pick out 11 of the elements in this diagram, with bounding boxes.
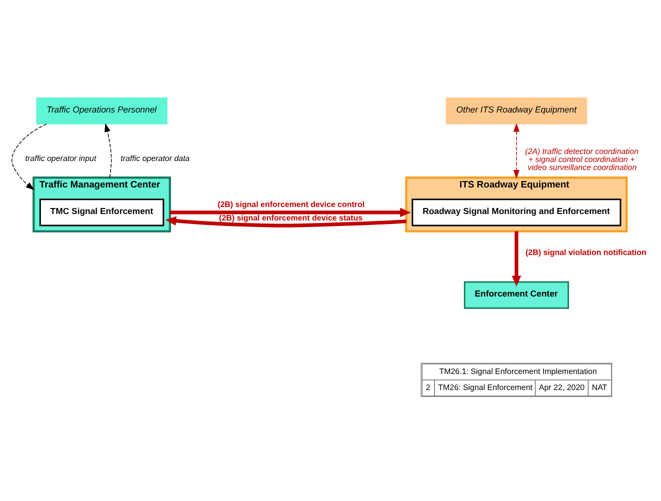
label: TM26: Signal Enforcement: [438, 382, 533, 392]
label: Apr 22, 2020: [538, 382, 585, 392]
edge-label: traffic operator data: [120, 154, 190, 164]
edge-label: (2B) signal enforcement device status: [219, 213, 363, 222]
label: TM26.1: Signal Enforcement Implementation: [439, 366, 597, 376]
label: NAT: [592, 382, 608, 392]
edge-label: (2B) signal enforcement device control: [218, 200, 365, 210]
edge-label: (2B) signal violation notification: [526, 248, 646, 258]
edge-label: (2A) traffic detector coordination + signal control coordination + video surveillance coordination: [525, 146, 639, 172]
label: 2: [426, 382, 430, 392]
edge-label: traffic operator input: [25, 154, 96, 164]
